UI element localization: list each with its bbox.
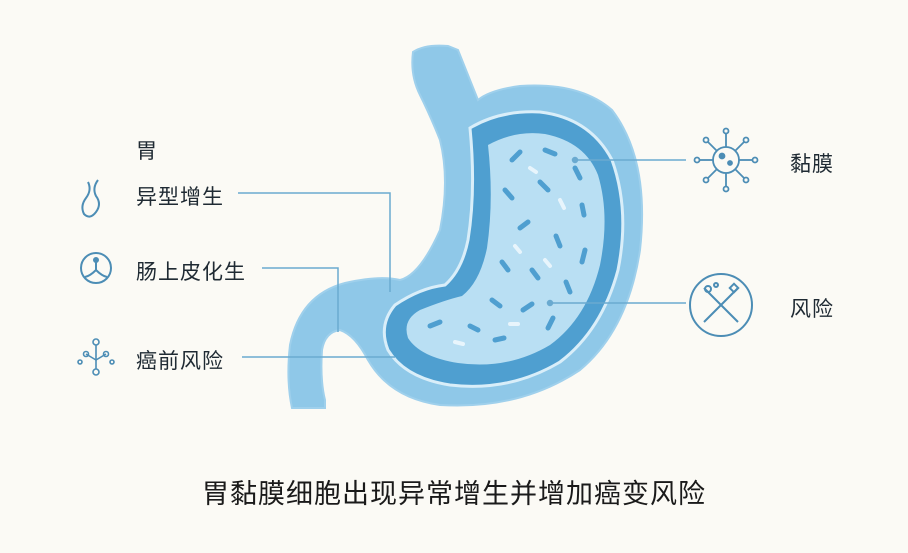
- label-mucosa: 黏膜: [790, 152, 834, 176]
- leader-lines: [238, 156, 686, 358]
- label-stomach: 胃: [136, 139, 158, 163]
- label-risk: 风险: [790, 297, 834, 321]
- gastric-highlights: [453, 166, 566, 346]
- dot-network-icon: [77, 338, 115, 376]
- stomach-lumen: [406, 133, 605, 365]
- branch-circle-icon: [80, 252, 112, 284]
- leader-intestinal-metaplasia: [262, 267, 339, 332]
- crossed-tools-icon: [689, 273, 753, 337]
- stomach-illustration: [287, 44, 644, 409]
- gastric-folds: [427, 147, 588, 343]
- leader-dysplasia: [238, 192, 391, 292]
- label-cancer-risk: 癌前风险: [136, 349, 224, 373]
- stomach-outline-icon: [81, 179, 100, 218]
- cell-virus-icon: [693, 127, 759, 193]
- label-intestinal-metaplasia: 肠上皮化生: [136, 260, 246, 284]
- label-dysplasia: 异型增生: [136, 185, 224, 209]
- diagram-caption: 胃黏膜细胞出现异常增生并增加癌变风险: [202, 479, 706, 510]
